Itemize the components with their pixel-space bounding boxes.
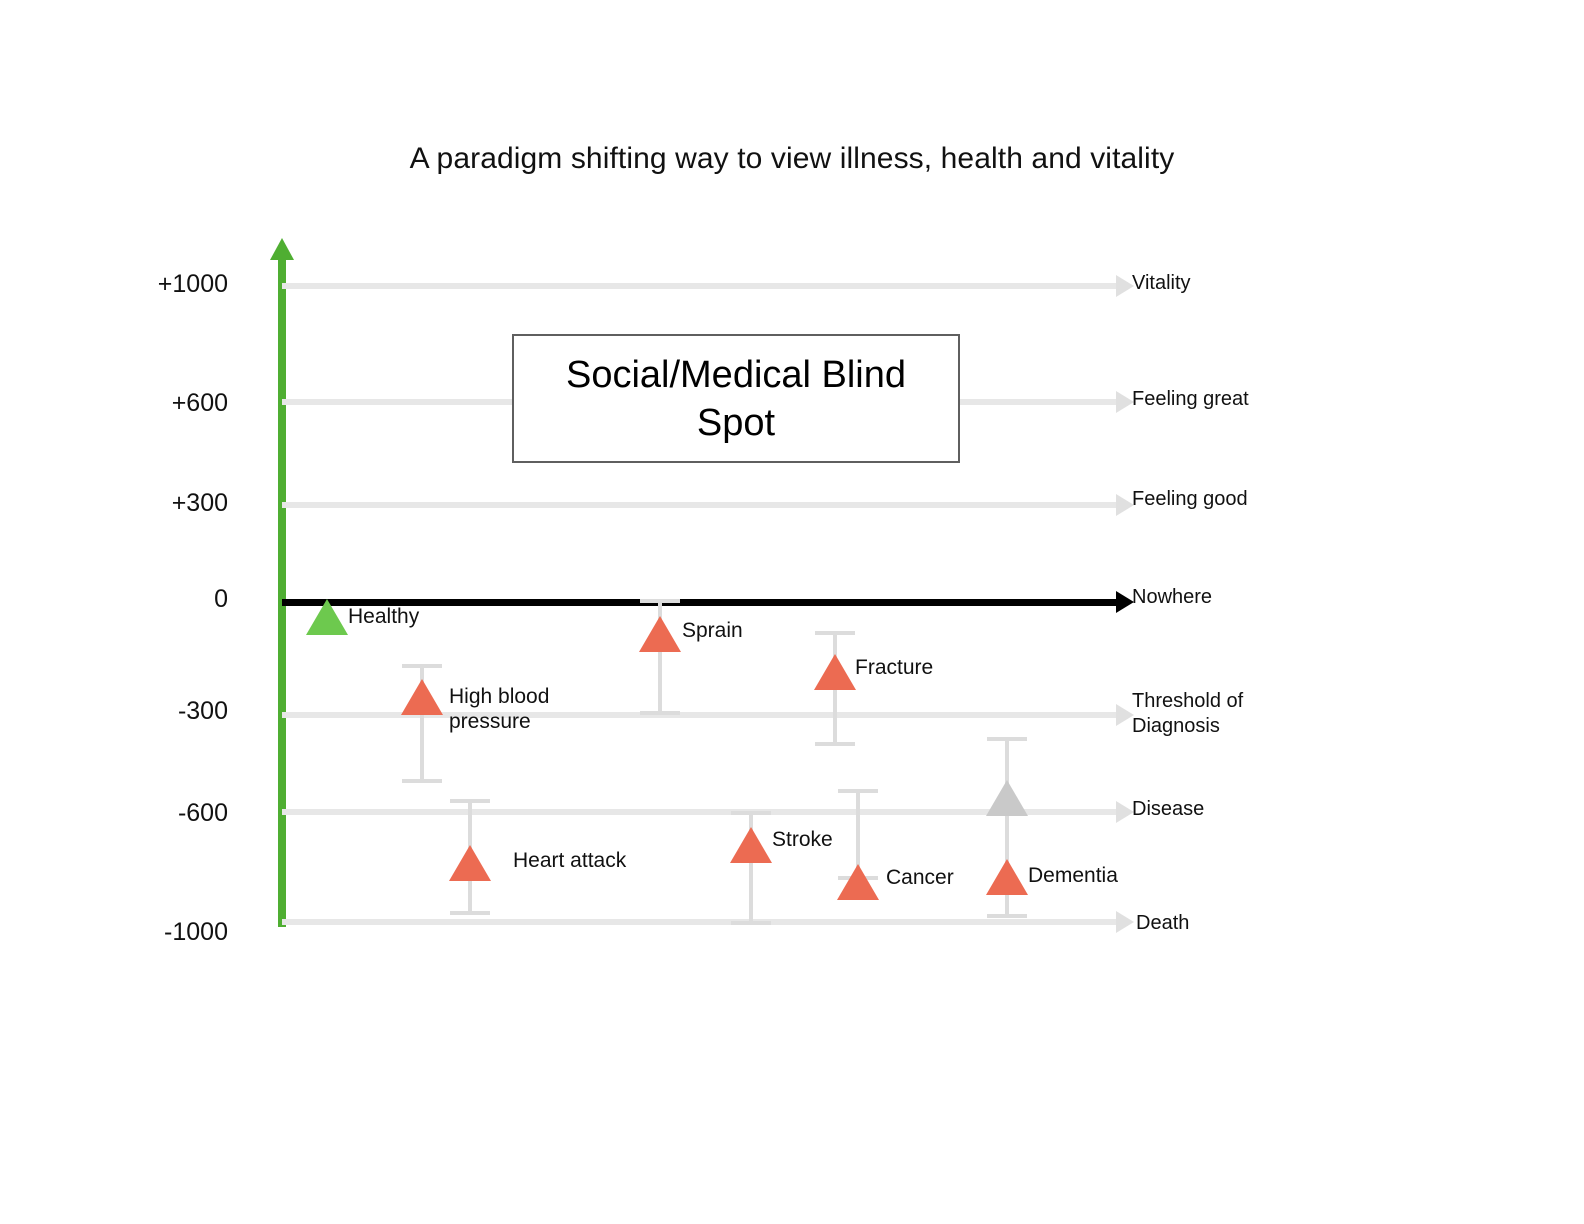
level-arrowhead-icon-2: [1116, 494, 1134, 516]
marker-triangle-unlabeled-grey[interactable]: [986, 780, 1028, 816]
level-line-4: [282, 712, 1116, 718]
marker-label-healthy: Healthy: [348, 605, 420, 628]
marker-triangle-healthy[interactable]: [306, 599, 348, 635]
level-line-2: [282, 502, 1116, 508]
marker-triangle-heart-attack[interactable]: [449, 845, 491, 881]
level-label-6: Death: [1136, 912, 1190, 934]
error-bar-stroke: [749, 811, 753, 921]
marker-triangle-sprain[interactable]: [639, 616, 681, 652]
error-bar-cap-low-dementia: [987, 914, 1027, 918]
marker-label-dementia: Dementia: [1028, 864, 1118, 887]
y-axis-line: [278, 255, 286, 927]
level-arrowhead-icon-6: [1116, 911, 1134, 933]
level-label-4: Threshold of Diagnosis: [1132, 690, 1244, 737]
error-bar-sprain: [658, 599, 662, 711]
level-arrowhead-icon-4: [1116, 704, 1134, 726]
level-arrowhead-icon-0: [1116, 275, 1134, 297]
y-axis-tick-4: -300: [177, 697, 228, 725]
level-arrowhead-icon-1: [1116, 391, 1134, 413]
level-line-6: [282, 919, 1116, 925]
y-axis-arrowhead-icon: [270, 238, 294, 260]
y-axis-tick-2: +300: [171, 489, 228, 517]
level-line-5: [282, 809, 1116, 815]
marker-label-sprain: Sprain: [682, 619, 743, 642]
y-axis-tick-6: -1000: [164, 918, 228, 946]
error-bar-high-blood-pressure: [420, 664, 424, 779]
error-bar-cap-low-sprain: [640, 711, 680, 715]
y-axis-tick-0: +1000: [157, 270, 228, 298]
error-bar-cap-high-sprain: [640, 599, 680, 603]
marker-triangle-stroke[interactable]: [730, 827, 772, 863]
marker-triangle-high-blood-pressure[interactable]: [401, 679, 443, 715]
error-bar-cap-high-fracture: [815, 631, 855, 635]
level-line-0: [282, 283, 1116, 289]
error-bar-cap-low-stroke: [731, 921, 771, 925]
error-bar-cap-low-fracture: [815, 742, 855, 746]
level-line-3: [282, 599, 1116, 606]
error-bar-dementia: [1005, 737, 1009, 914]
marker-label-stroke: Stroke: [772, 828, 833, 851]
error-bar-cap-high-stroke: [731, 811, 771, 815]
error-bar-cancer: [856, 789, 860, 876]
error-bar-cap-high-cancer: [838, 789, 878, 793]
marker-label-fracture: Fracture: [855, 656, 934, 679]
marker-label-heart-attack: Heart attack: [513, 849, 627, 872]
y-axis-tick-1: +600: [171, 389, 228, 417]
error-bar-cap-high-dementia: [987, 737, 1027, 741]
level-label-2: Feeling good: [1132, 488, 1248, 510]
level-arrowhead-icon-5: [1116, 801, 1134, 823]
level-label-5: Disease: [1132, 798, 1205, 820]
level-label-1: Feeling great: [1132, 388, 1249, 410]
level-arrowhead-icon-3: [1116, 591, 1134, 613]
error-bar-cap-high-high-blood-pressure: [402, 664, 442, 668]
marker-triangle-fracture[interactable]: [814, 654, 856, 690]
y-axis-tick-5: -600: [177, 799, 228, 827]
level-label-0: Vitality: [1132, 272, 1191, 294]
marker-triangle-cancer[interactable]: [837, 864, 879, 900]
level-label-3: Nowhere: [1132, 586, 1213, 608]
y-axis-tick-3: 0: [214, 585, 228, 613]
marker-triangle-dementia[interactable]: [986, 859, 1028, 895]
error-bar-cap-low-high-blood-pressure: [402, 779, 442, 783]
marker-label-cancer: Cancer: [886, 866, 954, 889]
error-bar-cap-high-heart-attack: [450, 799, 490, 803]
error-bar-cap-low-heart-attack: [450, 911, 490, 915]
chart-title: A paradigm shifting way to view illness,…: [409, 142, 1175, 175]
marker-label-high-blood-pressure: High blood pressure: [449, 685, 550, 733]
blind-spot-annotation: Social/Medical Blind Spot: [512, 334, 960, 463]
